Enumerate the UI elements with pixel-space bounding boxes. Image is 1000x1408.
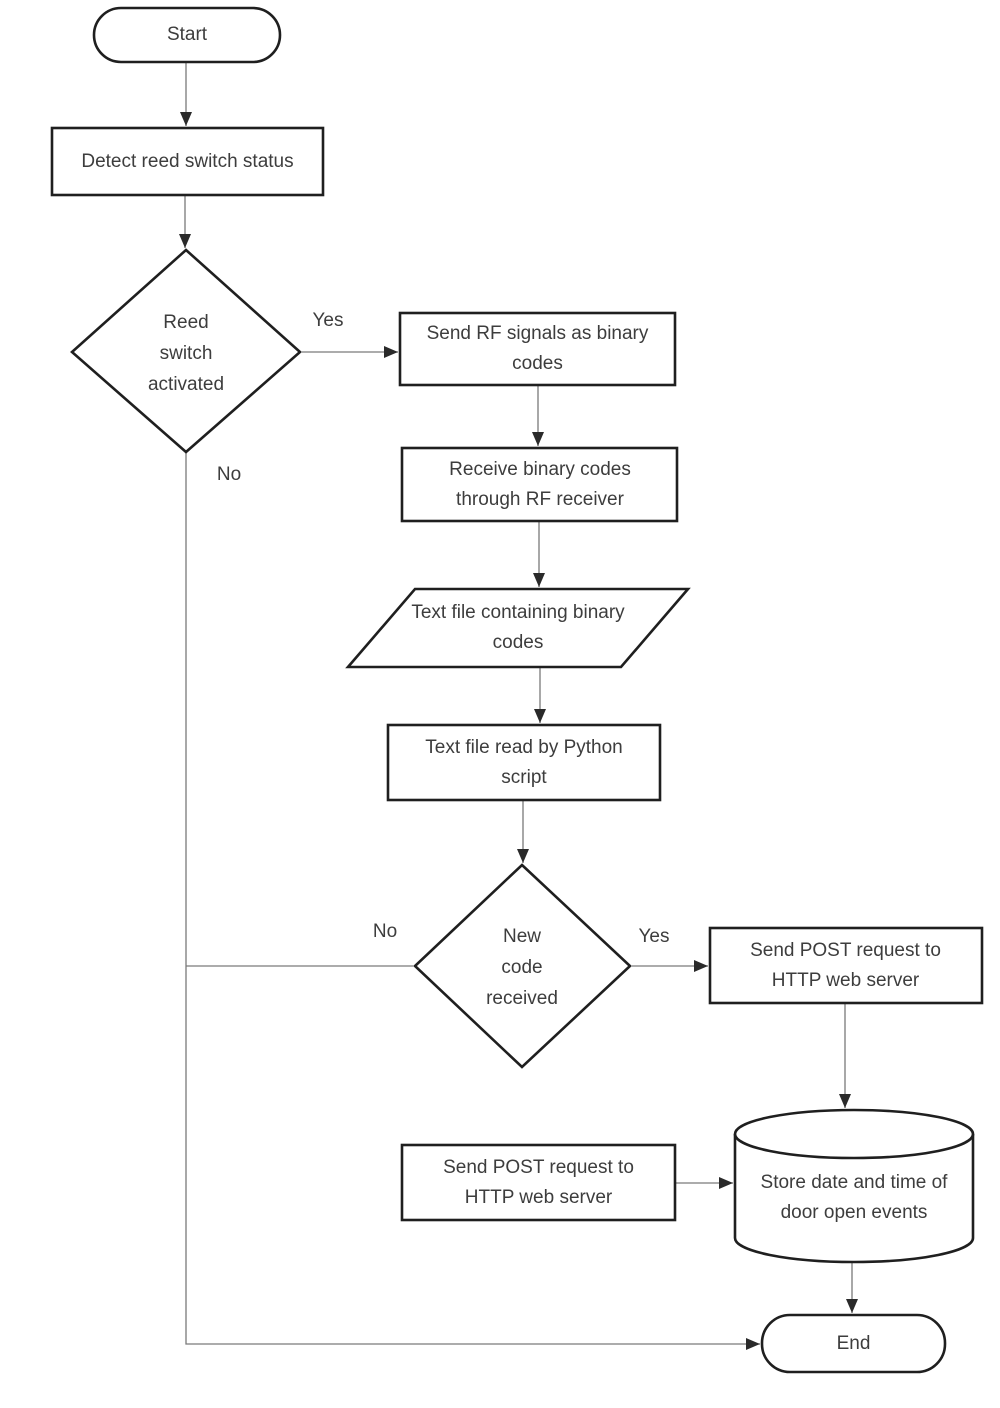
send-post-right-process <box>708 926 984 1005</box>
new-code-decision <box>413 863 632 1069</box>
text-file-data <box>345 587 691 669</box>
send-post-left-process <box>400 1143 677 1222</box>
receive-binary-process <box>400 446 679 523</box>
store-database-top <box>733 1108 975 1160</box>
read-python-process <box>386 723 662 802</box>
send-rf-process <box>398 311 677 387</box>
detect-reed-process <box>50 126 325 197</box>
end-terminator <box>760 1313 947 1374</box>
start-terminator <box>92 6 282 64</box>
edge-reed-no-to-end <box>185 452 760 1350</box>
reed-switch-decision <box>70 248 302 454</box>
store-database-body <box>733 1134 975 1264</box>
